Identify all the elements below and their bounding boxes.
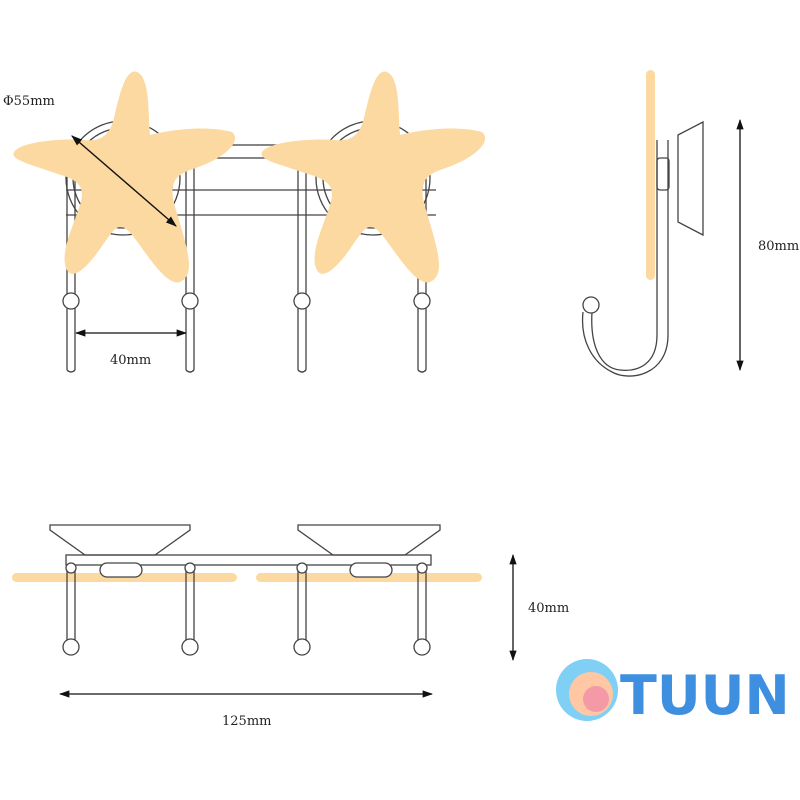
top-view: 40mm 125mm — [12, 524, 569, 729]
top-hooks — [62, 562, 431, 656]
top-slot-right — [349, 562, 393, 578]
side-starfish-edge — [646, 70, 655, 280]
top-suction-cup-right — [297, 524, 441, 556]
diameter-dimension: Φ55mm — [3, 94, 177, 227]
depth-label: 40mm — [528, 601, 569, 616]
top-suction-cup-left — [49, 524, 191, 556]
hook-spacing-dimension: 40mm — [74, 329, 188, 368]
top-bar — [65, 554, 432, 566]
side-view: 80mm — [581, 70, 799, 377]
hook-spacing-label: 40mm — [110, 353, 151, 368]
top-slot-left — [99, 562, 143, 578]
total-width-label: 125mm — [222, 714, 271, 729]
brand-name: TUUN — [620, 664, 790, 727]
diameter-label: Φ55mm — [3, 94, 55, 109]
starfish-right — [261, 71, 486, 283]
hook-height-label: 80mm — [758, 239, 799, 254]
side-hook — [581, 120, 704, 377]
brand-logo-mark — [556, 659, 618, 721]
brand-logo: TUUN — [556, 659, 790, 727]
